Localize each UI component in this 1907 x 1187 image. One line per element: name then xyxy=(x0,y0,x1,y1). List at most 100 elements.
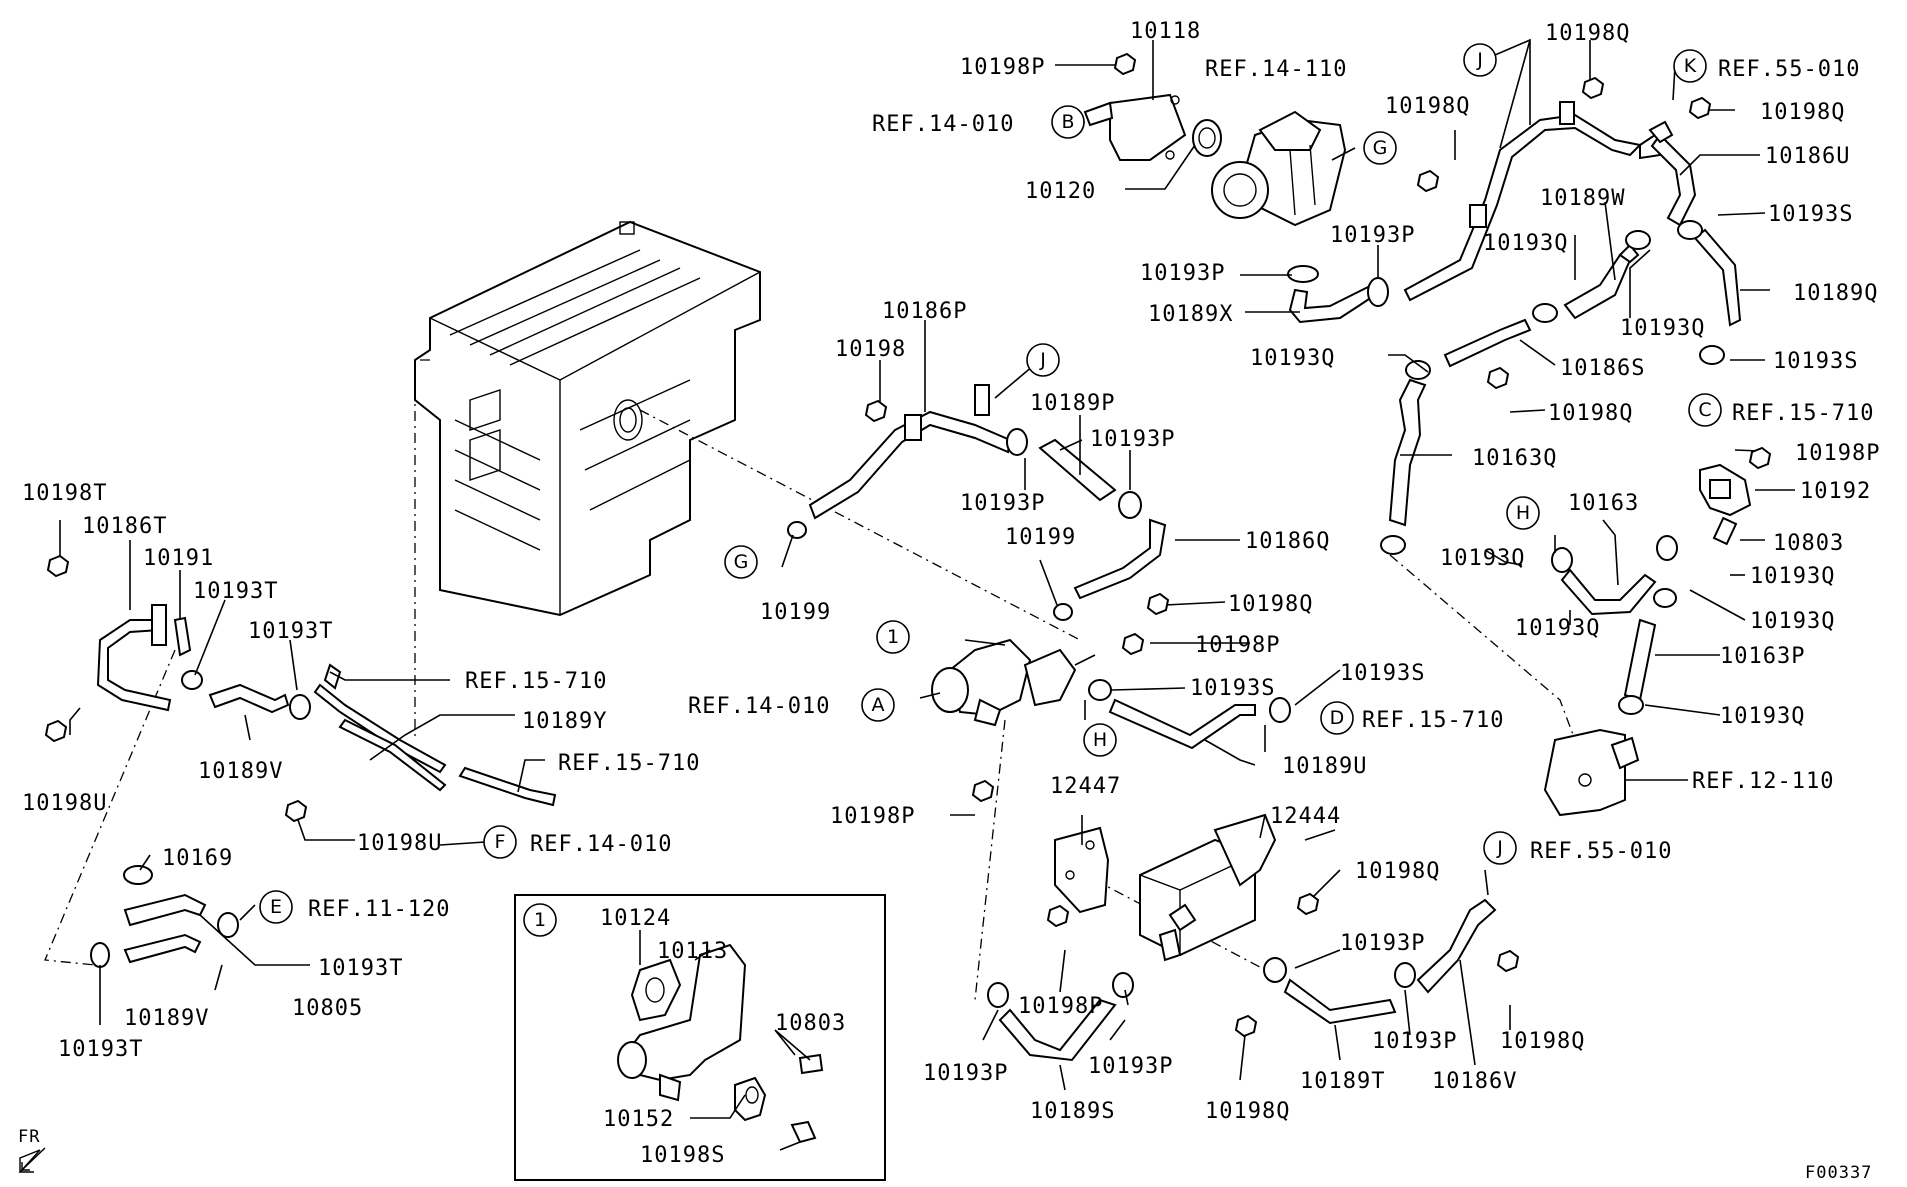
clamp-10193P-b xyxy=(1118,491,1142,519)
clamps-10163 xyxy=(1551,535,1678,715)
label-10198Q-e: 10198Q xyxy=(1355,859,1440,884)
label-10199-b: 10199 xyxy=(1005,525,1076,550)
label-inset-10803: 10803 xyxy=(775,1011,846,1036)
callout-D: D xyxy=(1320,701,1354,735)
label-10198Q-f: 10198Q xyxy=(1205,1099,1290,1124)
pipe-10186V xyxy=(1416,898,1497,994)
label-10193P-i: 10193P xyxy=(1372,1029,1457,1054)
label-10193P-x: 10193P xyxy=(1330,223,1415,248)
callout-J-center: J xyxy=(1026,343,1060,377)
label-10193S-c: 10193S xyxy=(1190,676,1275,701)
label-10193Q-h: 10193Q xyxy=(1720,704,1805,729)
svg-text:K: K xyxy=(1684,55,1697,77)
label-10805: 10805 xyxy=(292,996,363,1021)
label-10193T-c: 10193T xyxy=(318,956,403,981)
label-10189W: 10189W xyxy=(1540,186,1625,211)
callout-H-right: H xyxy=(1506,496,1540,530)
label-ref-15-710-a: REF.15-710 xyxy=(465,669,607,694)
label-10191: 10191 xyxy=(143,546,214,571)
svg-text:J: J xyxy=(1496,837,1503,859)
part-10192 xyxy=(1699,463,1752,517)
svg-text:E: E xyxy=(270,896,282,918)
engine-block-illustration xyxy=(414,220,761,617)
label-10186U: 10186U xyxy=(1765,144,1850,169)
label-10803-right: 10803 xyxy=(1773,531,1844,556)
pipe-10186U xyxy=(1648,120,1697,227)
callout-C: C xyxy=(1688,393,1722,427)
label-ref-14-010-b: REF.14-010 xyxy=(872,112,1014,137)
label-10193P-h: 10193P xyxy=(1088,1054,1173,1079)
label-10198U-a: 10198U xyxy=(22,791,107,816)
label-10193P-a: 10193P xyxy=(1090,427,1175,452)
label-10198P-r: 10198P xyxy=(1795,441,1880,466)
label-10198Q-top: 10198Q xyxy=(1545,21,1630,46)
label-10193P-f: 10193P xyxy=(923,1061,1008,1086)
label-10193Q-f: 10193Q xyxy=(1515,616,1600,641)
label-10198Q-g: 10198Q xyxy=(1500,1029,1585,1054)
label-10189Y: 10189Y xyxy=(522,709,607,734)
clamps-10193P-lower xyxy=(987,957,1416,1008)
label-ref-14-010-a: REF.14-010 xyxy=(688,694,830,719)
callout-K: K xyxy=(1673,49,1707,83)
label-10198T: 10198T xyxy=(22,481,107,506)
label-10198P-c: 10198P xyxy=(1195,633,1280,658)
label-10193P-e: 10193P xyxy=(1340,931,1425,956)
label-inset-10113: 10113 xyxy=(657,939,728,964)
callout-B: B xyxy=(1051,105,1085,139)
clamp-10193Q-b xyxy=(1380,360,1431,555)
svg-text:J: J xyxy=(1476,49,1483,71)
label-inset-10124: 10124 xyxy=(600,906,671,931)
label-10193P-g: 10193P xyxy=(1140,261,1225,286)
callout-G-left: G xyxy=(724,545,758,579)
bolt-glyphs xyxy=(44,52,1772,1038)
label-ref-15-710-d: REF.15-710 xyxy=(1362,708,1504,733)
label-ref-12-110: REF.12-110 xyxy=(1692,769,1834,794)
svg-text:B: B xyxy=(1061,111,1074,133)
label-10163P: 10163P xyxy=(1720,644,1805,669)
label-10198P-top: 10198P xyxy=(960,55,1045,80)
label-10163: 10163 xyxy=(1568,491,1639,516)
label-10163Q: 10163Q xyxy=(1472,446,1557,471)
label-10186Q: 10186Q xyxy=(1245,529,1330,554)
label-10199-a: 10199 xyxy=(760,600,831,625)
svg-text:J: J xyxy=(1039,349,1046,371)
svg-text:1: 1 xyxy=(887,626,899,648)
label-10193P-b: 10193P xyxy=(960,491,1045,516)
label-12444: 12444 xyxy=(1270,804,1341,829)
label-10193Q-b: 10193Q xyxy=(1250,346,1335,371)
part-number-labels: 10118 10198P REF.14-110 REF.14-010 10120… xyxy=(18,19,1880,1183)
label-10193Q-a: 10193Q xyxy=(1483,231,1568,256)
callout-E: E xyxy=(259,890,293,924)
label-10189S: 10189S xyxy=(1030,1099,1115,1124)
label-10120: 10120 xyxy=(1025,179,1096,204)
hose-10163P xyxy=(1623,618,1657,702)
pipe-10186S xyxy=(1443,318,1532,368)
thermostat-housing xyxy=(1083,93,1187,161)
clamps-left xyxy=(90,670,311,968)
label-10186S: 10186S xyxy=(1560,356,1645,381)
label-inset-10152: 10152 xyxy=(603,1107,674,1132)
leader-lines xyxy=(59,38,1795,1151)
hose-10189W xyxy=(1563,243,1640,320)
oil-cooler-12444 xyxy=(1139,813,1277,962)
clamps-right-column xyxy=(1532,220,1725,365)
label-10118: 10118 xyxy=(1130,19,1201,44)
label-10198P-e: 10198P xyxy=(1018,994,1103,1019)
label-10189T: 10189T xyxy=(1300,1069,1385,1094)
svg-text:F: F xyxy=(495,831,506,853)
label-10189P: 10189P xyxy=(1030,391,1115,416)
hose-10189T xyxy=(1283,978,1397,1025)
hose-10189U xyxy=(1108,698,1256,750)
callout-F: F xyxy=(483,825,517,859)
label-12447: 12447 xyxy=(1050,774,1121,799)
pipe-10189Y-assembly xyxy=(313,663,557,807)
callout-1-main: 1 xyxy=(876,620,910,654)
callout-J-top: J xyxy=(1463,43,1497,77)
label-inset-10198S: 10198S xyxy=(640,1143,725,1168)
label-ref-14-010-f: REF.14-010 xyxy=(530,832,672,857)
thermostat xyxy=(1192,119,1222,157)
callout-G-top: G xyxy=(1363,131,1397,165)
pipe-10186P xyxy=(808,384,1012,520)
clamp-10193P-a xyxy=(1006,428,1028,456)
